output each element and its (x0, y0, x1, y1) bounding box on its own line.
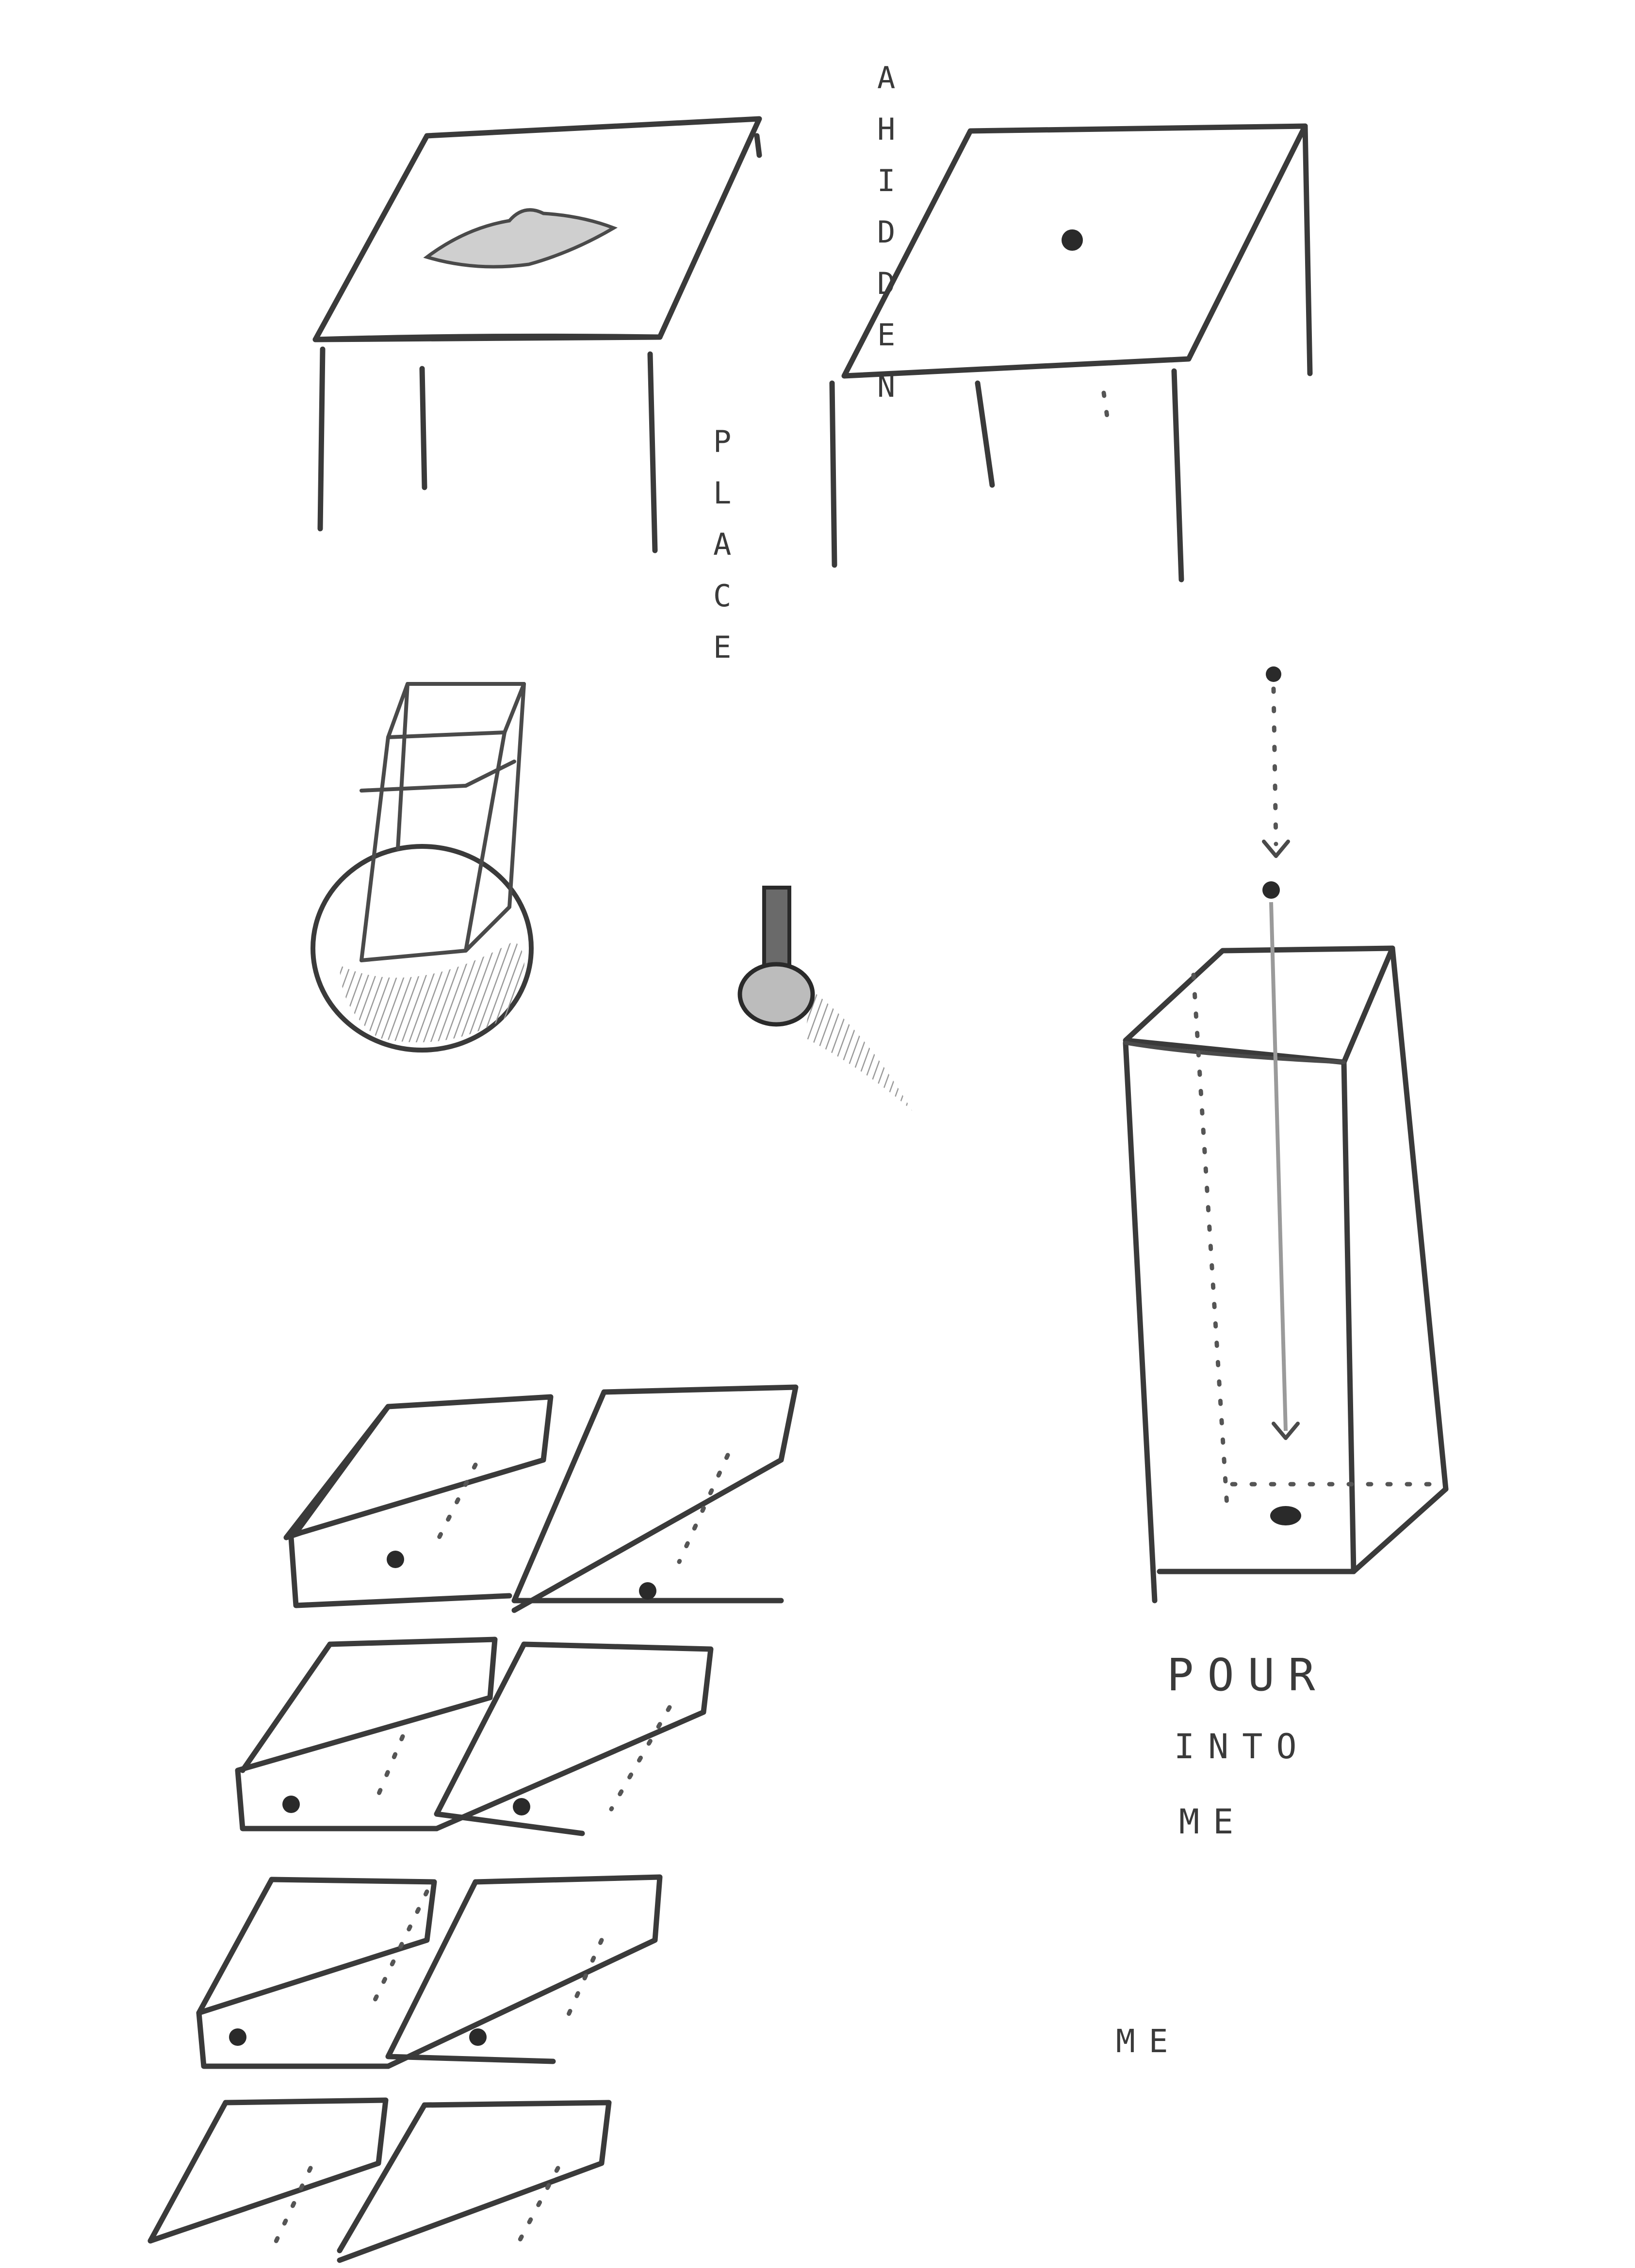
vertical-letter: I (877, 163, 896, 198)
vertical-letter: D (877, 214, 896, 250)
caption-line-2: INTO (1174, 1727, 1310, 1766)
tray-grid-drawing (147, 1384, 799, 2263)
dot-icon (1062, 229, 1083, 251)
vertical-letter: N (877, 369, 896, 404)
vertical-letter: E (713, 630, 732, 665)
vertical-letter: P (713, 424, 732, 459)
vertical-letter: D (877, 266, 896, 301)
pin-object-drawing (737, 886, 912, 1111)
table-with-pile-drawing (312, 116, 762, 553)
caption-footer: ME (1116, 2023, 1182, 2060)
vertical-letter: A (877, 60, 896, 96)
vertical-letter: A (713, 527, 732, 562)
vertical-letter: E (877, 317, 896, 353)
vertical-letter: C (713, 578, 732, 614)
vertical-letter: L (713, 475, 732, 511)
caption-line-1: POUR (1167, 1649, 1329, 1701)
caption-line-3: ME (1179, 1802, 1247, 1842)
vertical-letter: H (877, 112, 896, 147)
glass-box-drawing (311, 682, 534, 1053)
table-with-dot-drawing (829, 123, 1313, 583)
tall-box-drawing (1123, 666, 1449, 1604)
